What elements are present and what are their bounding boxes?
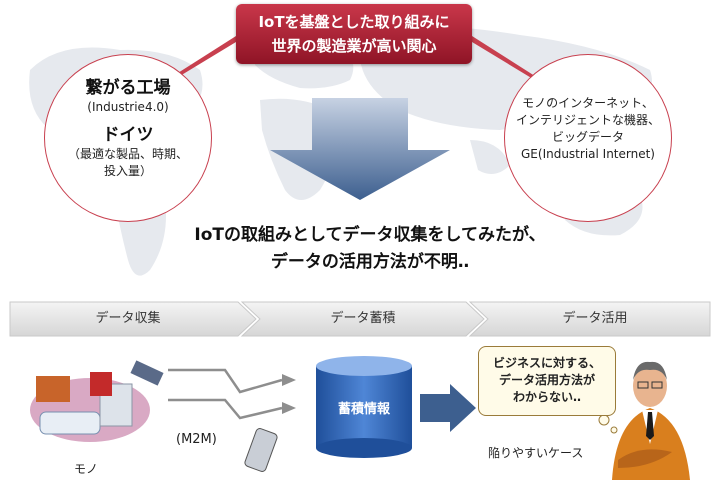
usa-line-2: インテリジェントな機器、 [515,113,660,127]
usa-line-1: モノのインターネット、 [522,96,654,110]
usa-line-3: ビッグデータ [551,130,624,144]
germany-circle: 繋がる工場 (Industrie4.0) ドイツ （最適な製品、時期、 投入量） [44,54,212,222]
storage-cylinder [316,366,412,448]
step-collect: データ収集 [95,311,161,326]
bubble-line-3: わからない‥ [512,390,581,404]
germany-title: 繋がる工場 [85,78,171,98]
main-headline: IoTの取組みとしてデータ収集をしてみたが、 データの活用方法が不明‥ [150,222,590,276]
step-accumulate: データ蓄積 [330,311,396,326]
thought-bubble: ビジネスに対する、 データ活用方法が わからない‥ [478,346,616,416]
big-down-arrow [270,98,450,200]
businessman-icon [612,361,690,480]
data-flow-arrow-2 [168,398,283,420]
germany-subtitle: (Industrie4.0) [87,100,169,114]
train-icon [39,411,101,435]
usa-circle: モノのインターネット、 インテリジェントな機器、 ビッグデータ GE(Indus… [504,54,672,222]
bubble-line-1: ビジネスに対する、 [492,356,601,370]
m2m-label: (M2M) [176,432,217,447]
robot-icon [36,376,70,402]
usa-line-4: GE(Industrial Internet) [521,147,655,161]
banner-line-1: IoTを基盤とした取り組みに [258,13,450,31]
things-label: モノ [74,462,99,476]
headline-banner: IoTを基盤とした取り組みに 世界の製造業が高い関心 [236,4,472,64]
blue-arrow [420,384,476,432]
headline-line-1: IoTの取組みとしてデータ収集をしてみたが、 [194,225,546,245]
case-label: 陥りやすいケース [488,446,584,460]
storage-label: 蓄積情報 [337,402,390,417]
step-utilize: データ活用 [562,311,628,326]
headline-line-2: データの活用方法が不明‥ [270,252,470,272]
banner-line-2: 世界の製造業が高い関心 [271,37,437,55]
germany-country: ドイツ [102,125,154,145]
bubble-line-2: データ活用方法が [498,373,595,387]
mobile-phone-icon [244,428,278,472]
step-chevron-1 [9,301,257,337]
data-flow-arrow-1 [168,368,283,394]
germany-note-2: 投入量） [103,164,152,178]
step-chevron-2 [240,301,485,337]
satellite-icon [130,360,164,386]
step-chevron-3 [468,301,711,337]
red-machine-icon [90,372,112,396]
germany-note-1: （最適な製品、時期、 [67,147,188,161]
